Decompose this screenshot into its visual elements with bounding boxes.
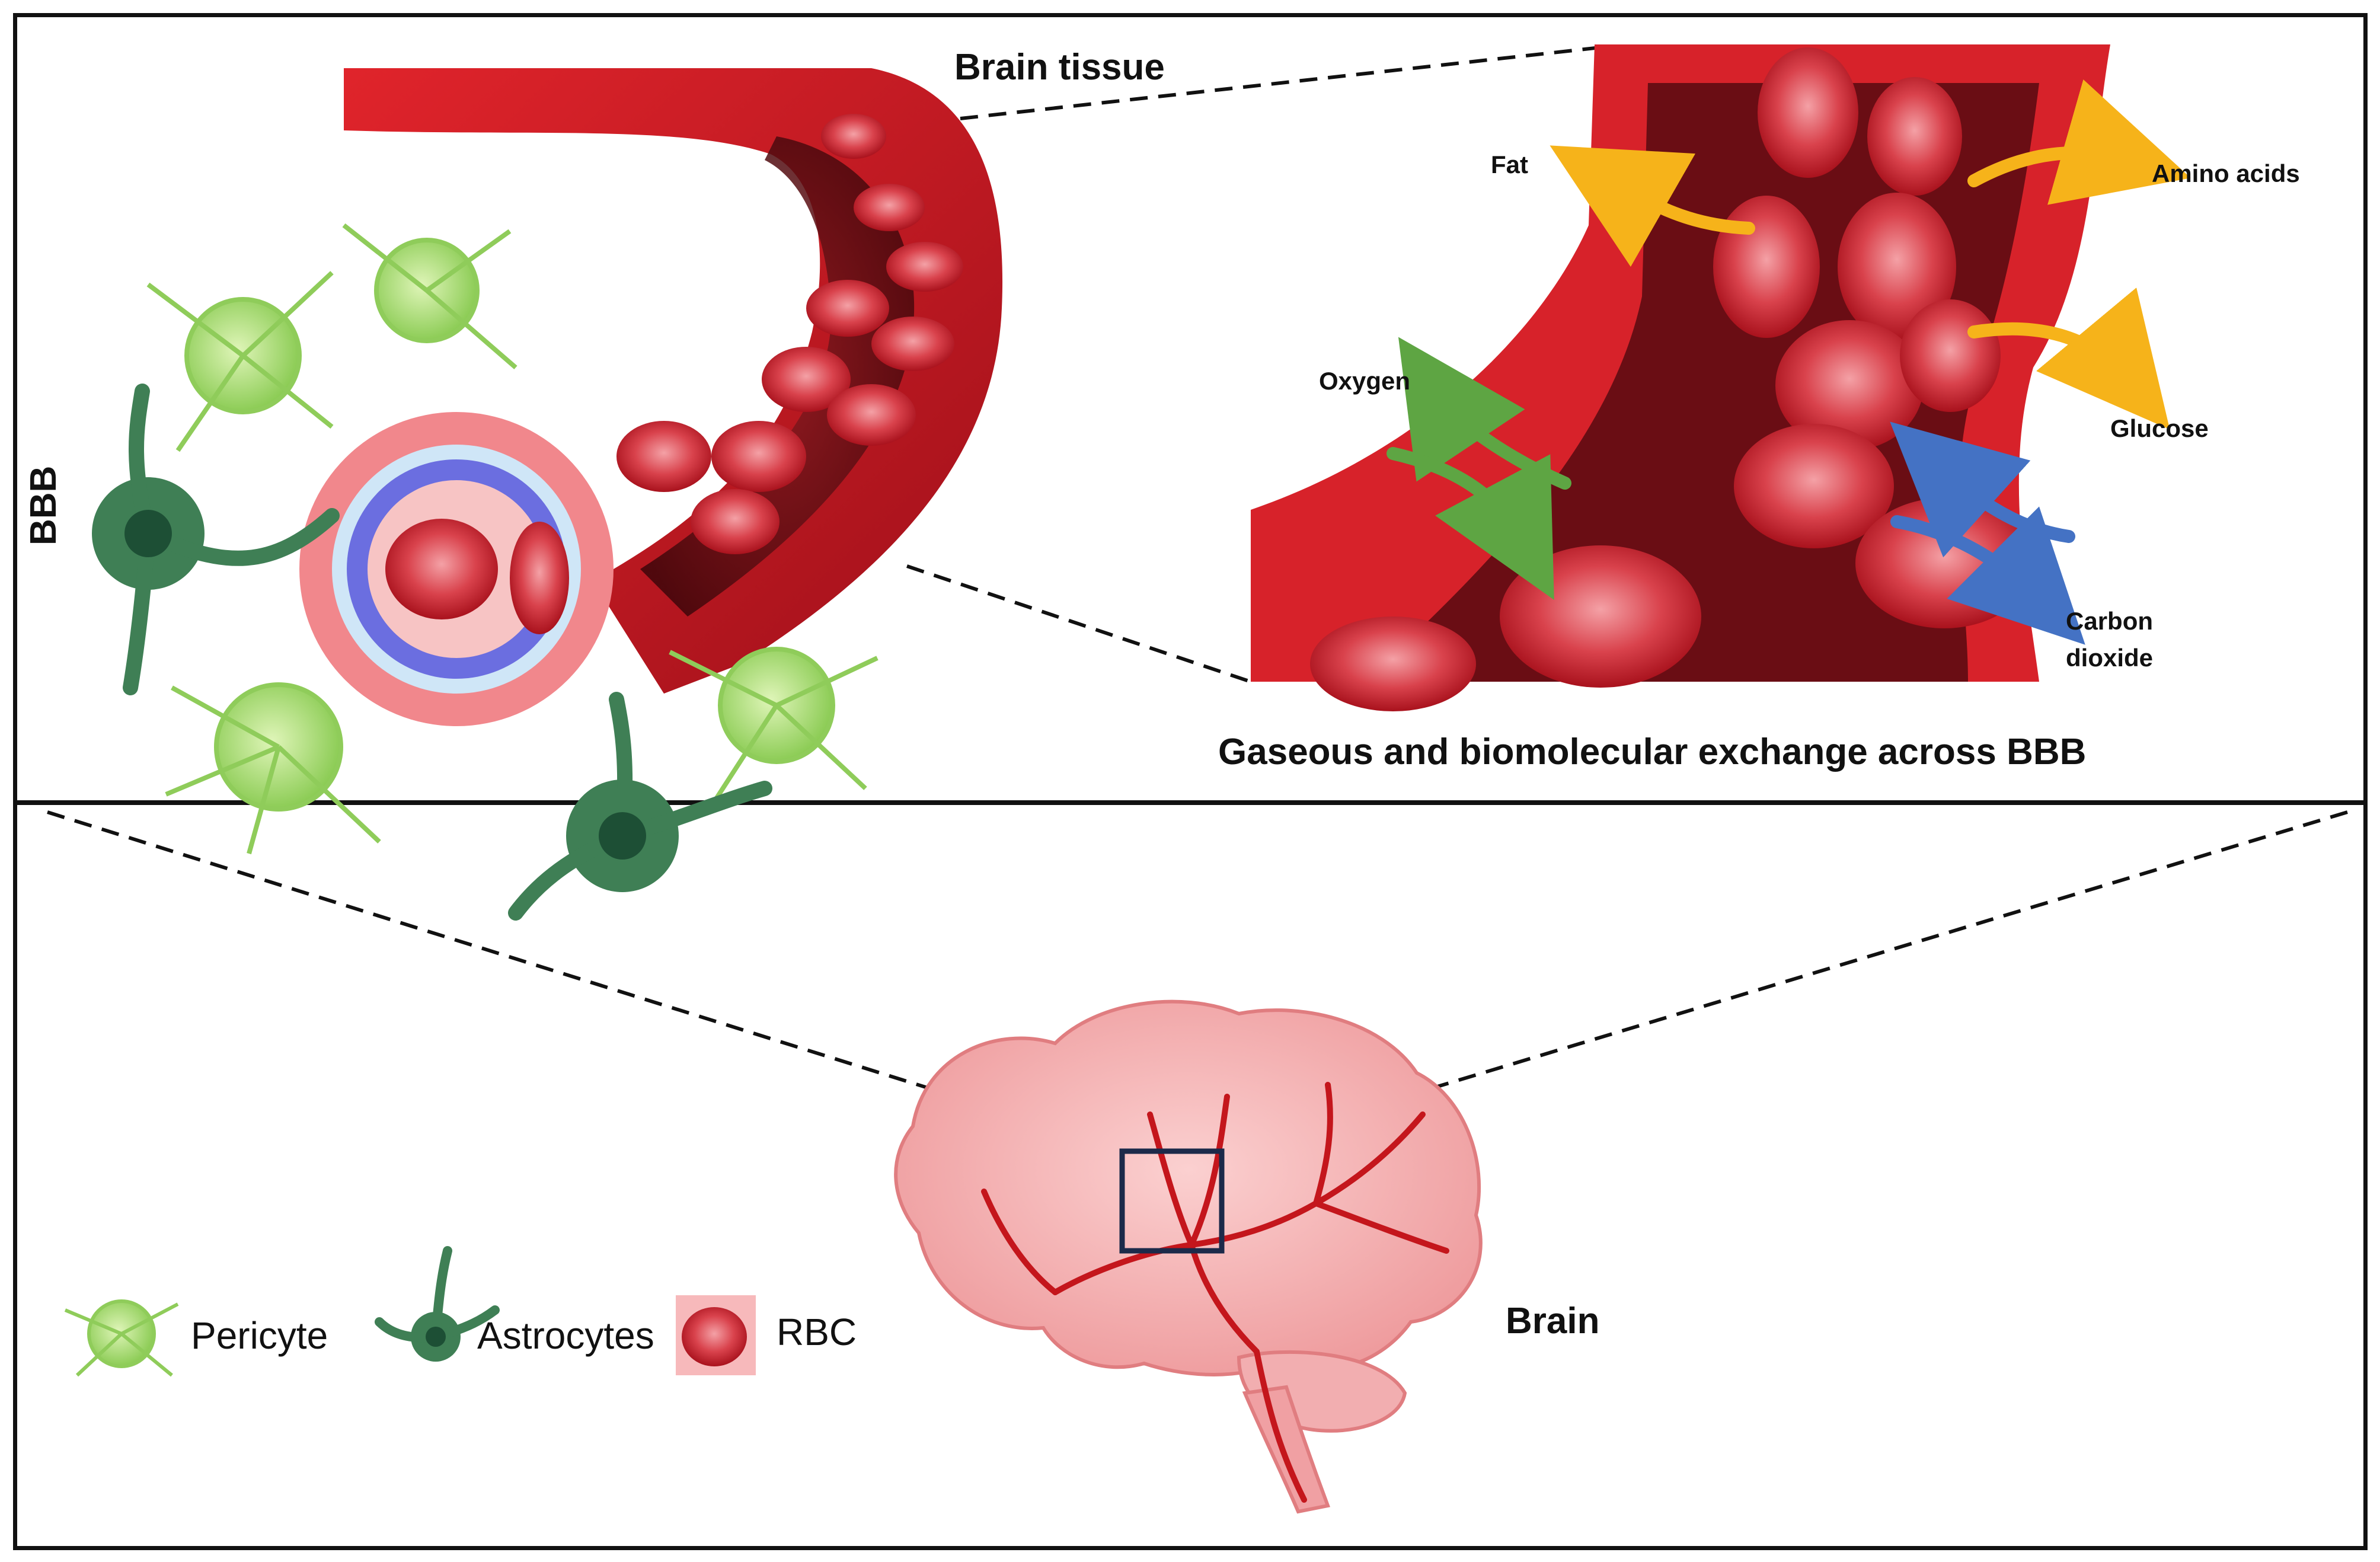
bottom-panel-frame <box>13 800 2368 1550</box>
zoom-region-box <box>1119 1148 1225 1254</box>
exchange-caption: Gaseous and biomolecular exchange across… <box>1218 732 2087 772</box>
legend-rbc-icon <box>676 1295 756 1375</box>
brain-stem <box>1242 1385 1331 1514</box>
carbon-dioxide-label-line2: dioxide <box>2066 644 2154 672</box>
pericyte-cell-icon <box>146 271 334 452</box>
cross-section-rbc-1 <box>385 519 498 619</box>
carbon-dioxide-label-line1: Carbon <box>2066 607 2153 635</box>
legend-rbc-label: RBC <box>777 1311 857 1353</box>
legend-pericyte-icon <box>64 1299 179 1377</box>
vessel-rbc-cluster <box>616 114 963 554</box>
glucose-arrow <box>1967 288 2170 430</box>
pericyte-cell-icon <box>669 647 878 808</box>
glucose-label: Glucose <box>2110 414 2209 442</box>
legend-astrocyte-icon <box>375 1246 500 1362</box>
fat-arrow <box>1550 145 1755 267</box>
brain-illustration <box>894 999 1483 1514</box>
oxygen-label: Oxygen <box>1319 367 1411 395</box>
astrocyte-cells <box>92 384 772 921</box>
blood-vessel-illustration <box>344 68 1003 694</box>
brain-label: Brain <box>1506 1301 1600 1341</box>
legend-pericyte-label: Pericyte <box>191 1314 328 1357</box>
bbb-label: BBB <box>23 465 64 545</box>
legend-astrocytes-label: Astrocytes <box>477 1314 654 1357</box>
pericyte-cell-icon <box>342 223 517 370</box>
pericyte-cells <box>146 223 878 855</box>
cross-section-rbc-2 <box>510 522 569 634</box>
fat-label: Fat <box>1491 151 1528 178</box>
brain-blood-vessels <box>981 1082 1449 1503</box>
exchange-arrows <box>1387 79 2191 645</box>
amino-acids-label: Amino acids <box>2152 159 2300 187</box>
vessel-cross-section <box>299 412 614 726</box>
amino-acids-arrow <box>1967 79 2191 205</box>
pericyte-cell-icon <box>165 682 381 855</box>
oxygen-in-arrow <box>1387 447 1554 600</box>
carbon-dioxide-in-arrow <box>1890 421 2075 558</box>
brain-tissue-label: Brain tissue <box>954 47 1165 88</box>
